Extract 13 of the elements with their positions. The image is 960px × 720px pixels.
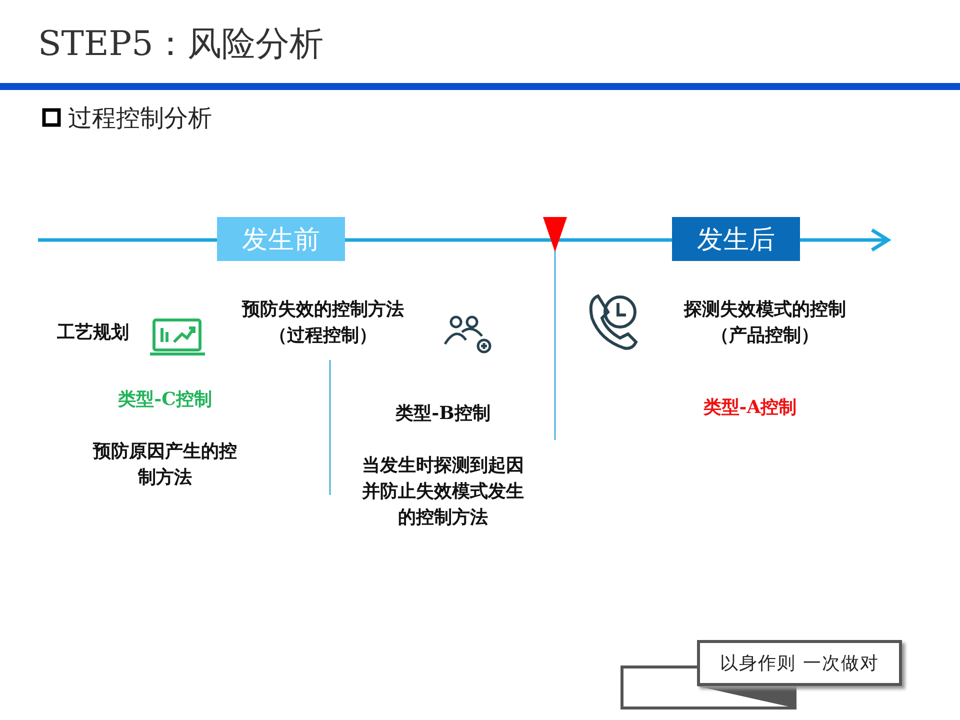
description-text: 预防原因产生的控制方法 bbox=[92, 440, 238, 490]
phase-box: 发生前 bbox=[217, 217, 345, 261]
type-label: 类型-A控制 bbox=[702, 396, 798, 420]
method-text: 预防失效的控制方法（过程控制） bbox=[240, 298, 405, 348]
page-title: STEP5：风险分析 bbox=[38, 23, 324, 66]
type-label: 类型-B控制 bbox=[394, 402, 492, 426]
subtitle: 过程控制分析 bbox=[68, 103, 212, 133]
phase-box: 发生后 bbox=[672, 217, 800, 261]
slogan-box: 以身作则 一次做对 bbox=[697, 640, 902, 686]
description-text: 当发生时探测到起因并防止失效模式发生的控制方法 bbox=[361, 454, 525, 530]
method-text: 探测失效模式的控制（产品控制） bbox=[682, 298, 847, 348]
step-label: 工艺规划 bbox=[56, 321, 130, 345]
type-label: 类型-C控制 bbox=[116, 388, 213, 412]
